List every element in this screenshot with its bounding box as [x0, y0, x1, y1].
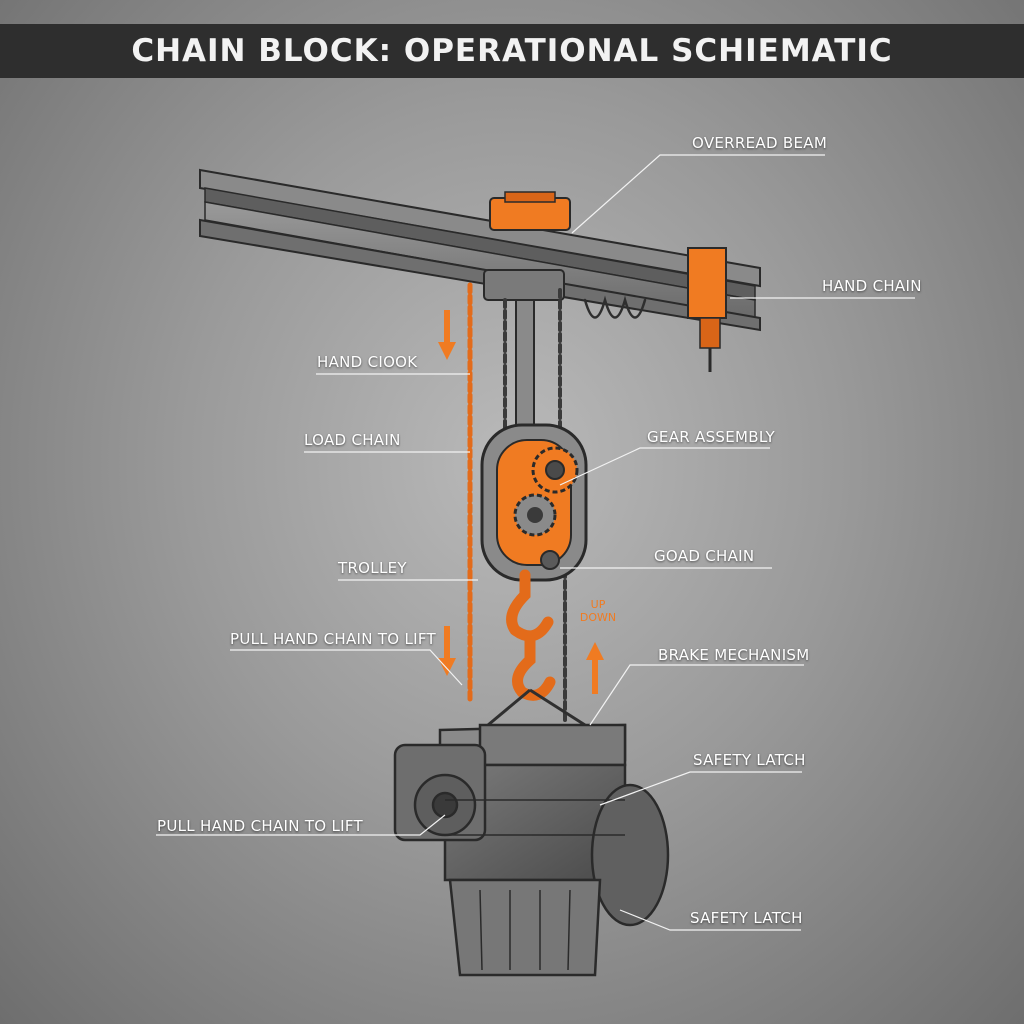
label-safety-latch-upper: SAFETY LATCH: [693, 751, 806, 769]
down-label: DOWN: [579, 611, 617, 624]
hanger-trolley: [483, 269, 565, 431]
label-pull-hand-chain-lower: PULL HAND CHAIN TO LIFT: [157, 817, 363, 835]
title-bar: CHAIN BLOCK: OPERATIONAL SCHIEMATIC: [0, 24, 1024, 78]
label-hand-chain: HAND CHAIN: [822, 277, 922, 295]
engine-block: [393, 723, 670, 977]
label-trolley: TROLLEY: [338, 559, 407, 577]
sling: [487, 688, 586, 727]
hoist-body: [480, 423, 588, 582]
up-arrow-icon: [586, 642, 604, 694]
diagram-title: CHAIN BLOCK: OPERATIONAL SCHIEMATIC: [131, 33, 893, 69]
label-pull-hand-chain-upper: PULL HAND CHAIN TO LIFT: [230, 630, 436, 648]
chains: [467, 282, 647, 722]
label-safety-latch-lower: SAFETY LATCH: [690, 909, 803, 927]
label-overhead-beam: OVERREAD BEAM: [692, 134, 828, 152]
hooks: [506, 569, 556, 701]
down-arrow-icon: [438, 626, 456, 676]
label-hand-hook: HAND CIOOK: [317, 353, 418, 371]
overhead-beam: [199, 168, 761, 332]
callout-leader-lines: [156, 154, 915, 931]
beam-trolley-clamp: [489, 191, 571, 231]
label-gear-assembly: GEAR ASSEMBLY: [647, 428, 775, 446]
direction-label: UP DOWN: [578, 598, 618, 624]
label-load-chain: LOAD CHAIN: [304, 431, 401, 449]
label-goad-chain: GOAD CHAIN: [654, 547, 755, 565]
label-brake-mechanism: BRAKE MECHANISM: [658, 646, 810, 664]
up-label: UP: [590, 598, 606, 611]
down-arrow-icon: [438, 310, 456, 360]
beam-end-clamp: [687, 247, 727, 372]
